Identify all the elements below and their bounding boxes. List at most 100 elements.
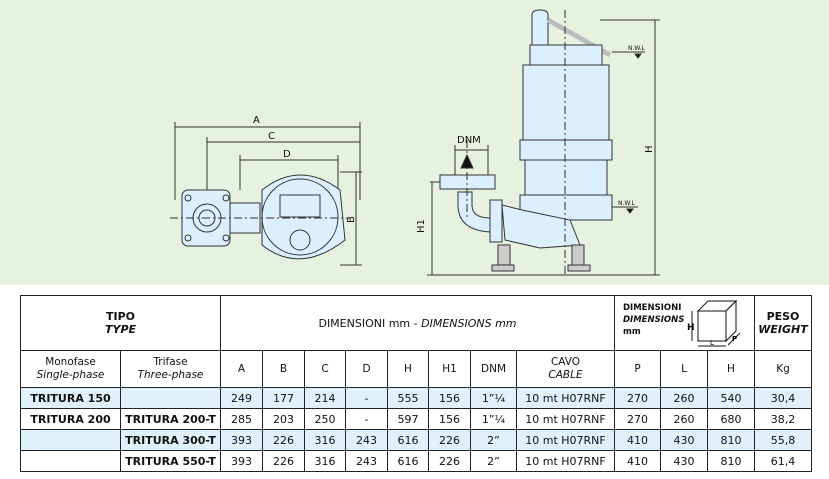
dim-label-a: A [253,115,260,126]
cell-h1: 156 [428,408,471,430]
cell-p: 410 [614,429,661,451]
dim-label-h: H [644,145,655,153]
cell-h: 616 [387,450,429,472]
col-header-pack-h: H [707,350,755,388]
cell-cable: 10 mt H07RNF [516,408,615,430]
cell-kg: 61,4 [754,450,812,472]
col-header-l: L [660,350,708,388]
cell-p: 270 [614,387,661,409]
col-header-kg: Kg [754,350,812,388]
dimensioni-label: DIMENSIONI mm - [318,316,422,330]
tipo-label: TIPO [105,310,135,323]
cell-p: 410 [614,450,661,472]
cell-cable: 10 mt H07RNF [516,387,615,409]
box-h-label: H [687,323,695,333]
cell-l: 430 [660,450,708,472]
cell-tri: TRITURA 300-T [120,429,221,451]
cell-mono: TRITURA 200 [20,408,121,430]
cell-l: 430 [660,429,708,451]
single-phase-label: Single-phase [36,369,105,381]
peso-label: PESO [766,310,800,323]
cell-mono [20,450,121,472]
cell-h1: 156 [428,387,471,409]
col-header-dnm: DNM [470,350,517,388]
cell-c: 316 [304,450,346,472]
cell-kg: 55,8 [754,429,812,451]
cell-dnm: 1”¼ [470,387,517,409]
cell-b: 226 [262,450,305,472]
three-phase-label: Three-phase [137,369,204,381]
cell-b: 203 [262,408,305,430]
cavo-label: CAVO [550,356,581,368]
cell-dnm: 1”¼ [470,408,517,430]
weight-label: WEIGHT [758,323,808,336]
cell-cable: 10 mt H07RNF [516,429,615,451]
col-header-p: P [614,350,661,388]
cell-h1: 226 [428,429,471,451]
box-label-2: DIMENSIONS [623,315,685,325]
box-label-1: DIMENSIONI [623,303,682,313]
dim-label-c: C [268,131,275,142]
cell-dnm: 2” [470,429,517,451]
dim-label-h1: H1 [416,219,427,233]
cell-a: 285 [220,408,263,430]
cell-d: 243 [345,429,388,451]
cell-ph: 810 [707,429,755,451]
cell-ph: 680 [707,408,755,430]
top-view [170,122,362,266]
monofase-label: Monofase [45,356,96,368]
box-l-label: L [710,339,714,347]
dim-label-b: B [346,216,357,223]
dim-label-dnm: DNM [457,135,481,146]
col-header-h1: H1 [428,350,471,388]
cell-d: 243 [345,450,388,472]
cell-tri [120,387,221,409]
col-header-b: B [262,350,305,388]
cell-kg: 38,2 [754,408,812,430]
cell-ph: 810 [707,450,755,472]
cell-l: 260 [660,387,708,409]
cell-cable: 10 mt H07RNF [516,450,615,472]
cell-c: 250 [304,408,346,430]
col-header-d: D [345,350,388,388]
cell-tri: TRITURA 550-T [120,450,221,472]
dimensions-header: DIMENSIONI mm - DIMENSIONS mm [220,295,615,351]
cell-ph: 540 [707,387,755,409]
side-view [427,9,660,276]
cell-h: 555 [387,387,429,409]
nwl-label-top: N.W.L [628,45,646,52]
cell-dnm: 2” [470,450,517,472]
col-header-a: A [220,350,263,388]
cell-c: 316 [304,429,346,451]
cell-c: 214 [304,387,346,409]
dimensions-label: DIMENSIONS mm [421,316,517,330]
cable-label: CABLE [548,369,583,381]
cell-tri: TRITURA 200-T [120,408,221,430]
cell-h1: 226 [428,450,471,472]
dim-label-d: D [283,149,291,160]
pump-dimension-drawing: A C D B DNM H1 H N.W.L N.W.L [0,0,829,285]
box-dimensions-icon: H L P [687,299,741,347]
cell-h: 616 [387,429,429,451]
cell-mono [20,429,121,451]
cell-a: 393 [220,450,263,472]
cell-mono: TRITURA 150 [20,387,121,409]
type-label: TYPE [104,323,137,336]
cell-a: 393 [220,429,263,451]
col-header-c: C [304,350,346,388]
cell-d: - [345,387,388,409]
cell-a: 249 [220,387,263,409]
nwl-label-bottom: N.W.L [618,200,636,207]
col-header-h: H [387,350,429,388]
cell-l: 260 [660,408,708,430]
